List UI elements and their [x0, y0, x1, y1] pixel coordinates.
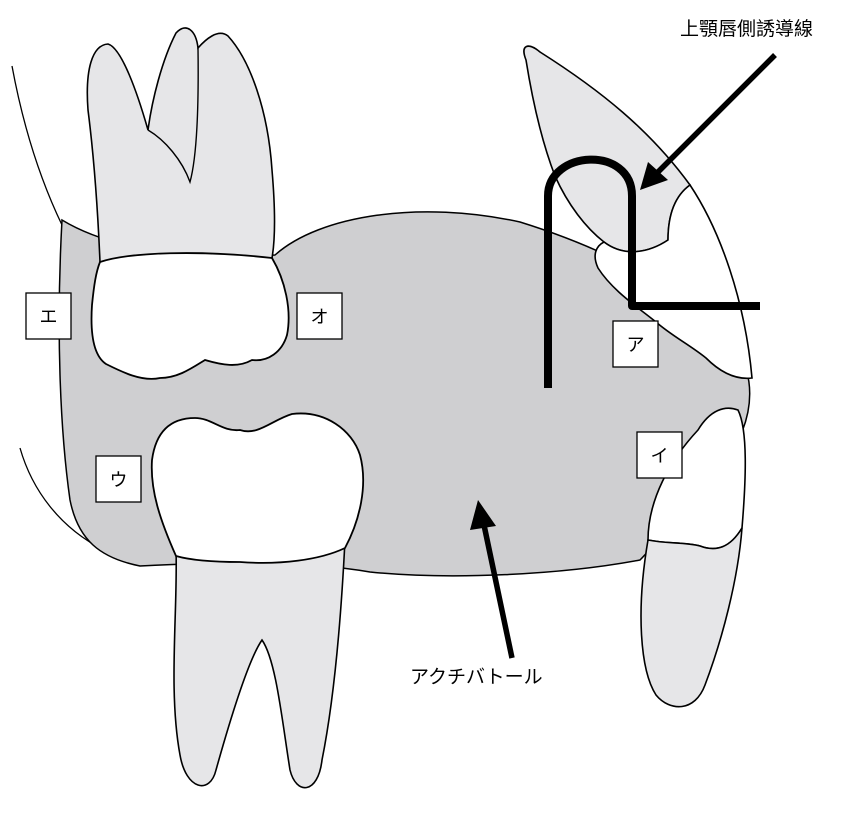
svg-text:イ: イ — [651, 446, 669, 467]
upper-lip-outline — [11, 65, 63, 226]
label-box-a: ア — [612, 320, 659, 368]
activator-callout-arrow-shaft — [481, 524, 515, 659]
label-box-e: エ — [25, 292, 72, 340]
label-box-u: ウ — [95, 455, 142, 503]
svg-text:ア: ア — [627, 335, 645, 356]
lower-molar-crown — [150, 412, 365, 564]
svg-text:オ: オ — [311, 307, 329, 328]
upper-molar-crown — [90, 252, 290, 380]
wire-callout-arrowhead — [640, 162, 668, 190]
upper-incisor-crown — [594, 183, 753, 380]
lower-molar-roots — [173, 539, 346, 789]
svg-text:エ: エ — [40, 307, 58, 328]
upper-molar-root-furcation — [147, 47, 199, 185]
upper-labial-guide-wire-label: 上顎唇側誘導線 — [680, 18, 813, 40]
label-box-i: イ — [636, 431, 683, 479]
activator-callout-arrowhead — [470, 500, 496, 530]
label-box-o: オ — [296, 292, 343, 340]
activator-label: アクチバトール — [410, 666, 543, 688]
wire-callout-arrow-shaft — [653, 53, 777, 177]
upper-molar-roots — [86, 27, 276, 263]
upper-labial-guide-wire — [544, 155, 760, 388]
lower-incisor-root — [640, 527, 743, 708]
svg-text:ウ: ウ — [110, 470, 128, 491]
